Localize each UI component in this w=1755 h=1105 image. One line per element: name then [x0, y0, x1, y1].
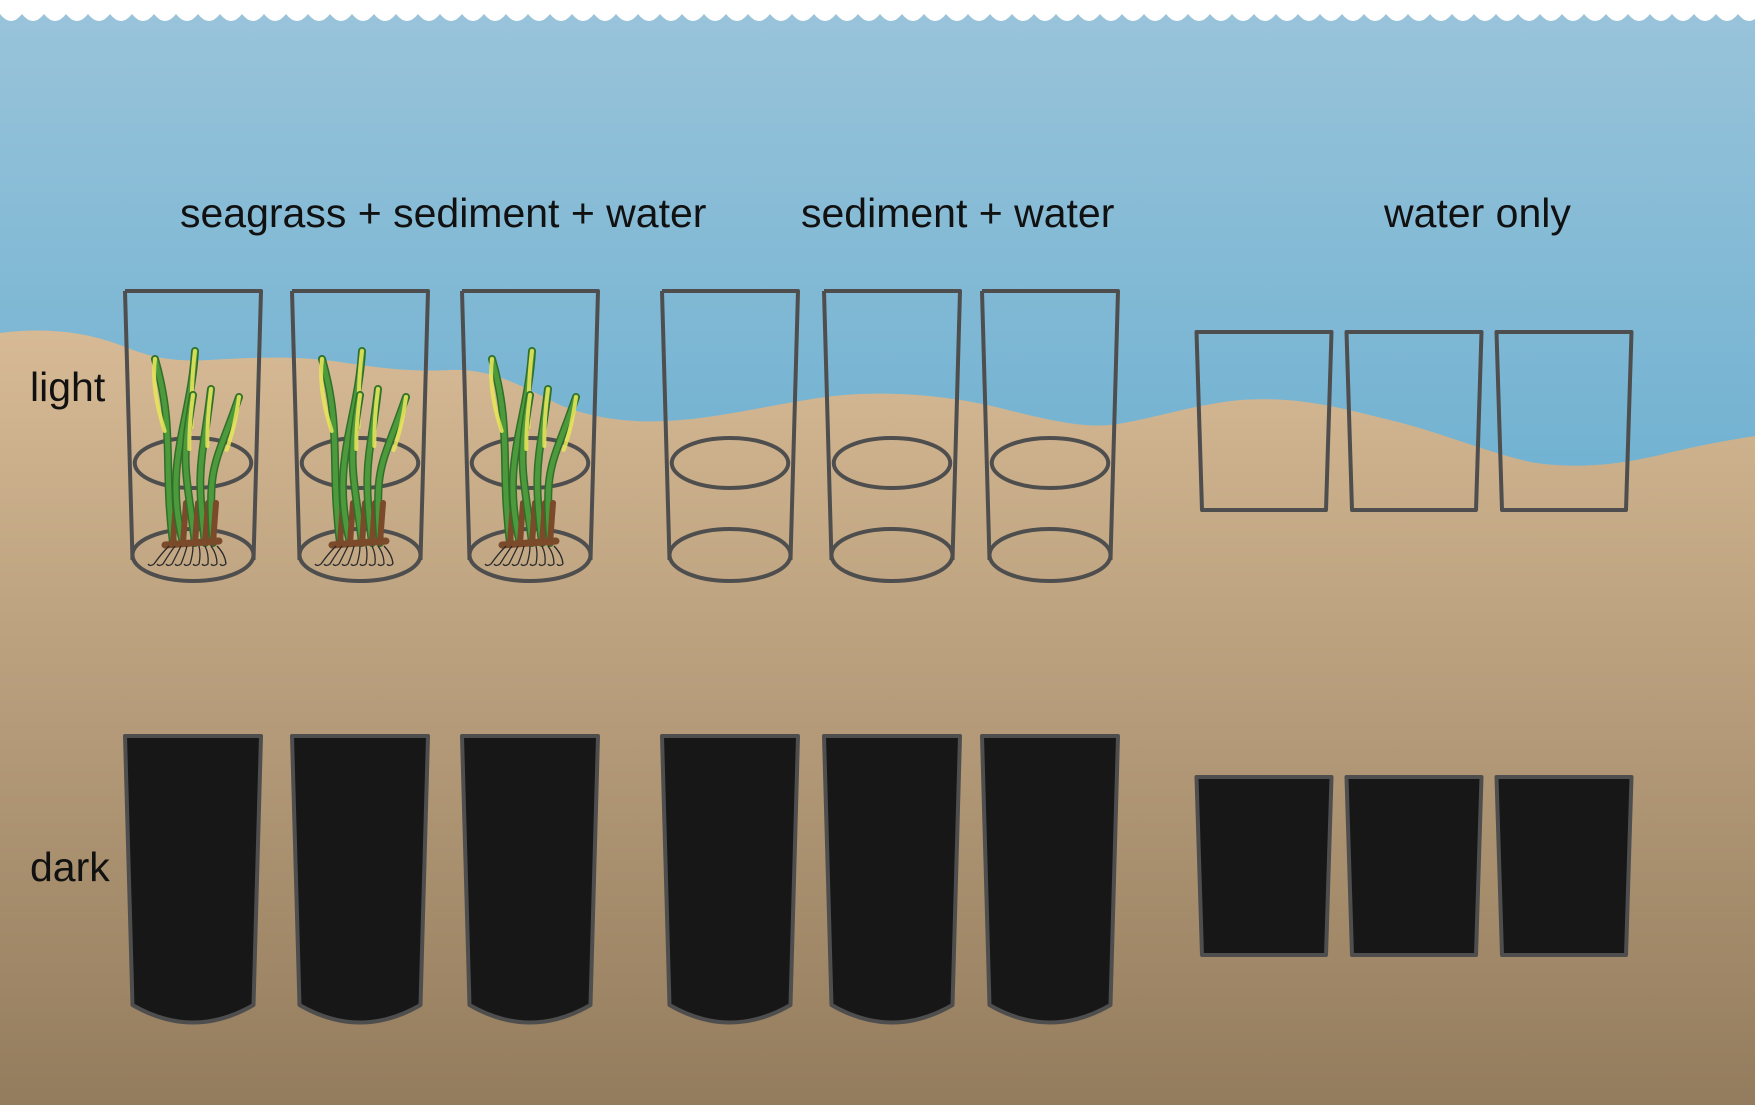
chamber-dark-t1-r1 [123, 734, 263, 1025]
chamber-light-t3-r1 [1194, 330, 1334, 512]
chamber-dark-t2-r2 [822, 734, 962, 1025]
wave-surface-icon [0, 0, 1755, 21]
chamber-light-t1-r3 [460, 289, 600, 583]
chamber-grid [123, 289, 1634, 1025]
column-header-sediment-water: sediment + water [801, 190, 1115, 236]
chamber-dark-t2-r1 [660, 734, 800, 1025]
sediment-core-icon [132, 436, 254, 490]
sediment-core-icon [831, 436, 953, 490]
sediment-core-icon [299, 436, 421, 490]
sediment-core-icon [989, 436, 1111, 490]
sediment-core-icon [669, 436, 791, 490]
chamber-dark-t3-r1 [1194, 775, 1334, 957]
chamber-light-t1-r2 [290, 289, 430, 583]
chamber-dark-t1-r2 [290, 734, 430, 1025]
seagrass-plant-icon [147, 347, 243, 567]
column-header-water-only: water only [1384, 190, 1571, 236]
chamber-dark-t2-r3 [980, 734, 1120, 1025]
row-label-light: light [30, 364, 106, 410]
chamber-dark-t3-r3 [1494, 775, 1634, 957]
wave-crests [0, 0, 1755, 21]
row-label-dark: dark [30, 844, 110, 890]
column-header-seagrass-sediment-water: seagrass + sediment + water [180, 190, 707, 236]
chamber-dark-t3-r2 [1344, 775, 1484, 957]
chamber-light-t2-r3 [980, 289, 1120, 583]
chamber-light-t1-r1 [123, 289, 263, 583]
chamber-light-t3-r2 [1344, 330, 1484, 512]
seagrass-plant-icon [314, 347, 410, 567]
chamber-light-t3-r3 [1494, 330, 1634, 512]
chamber-light-t2-r2 [822, 289, 962, 583]
sediment-core-icon [469, 436, 591, 490]
chamber-light-t2-r1 [660, 289, 800, 583]
seagrass-plant-icon [484, 347, 580, 567]
chamber-dark-t1-r3 [460, 734, 600, 1025]
